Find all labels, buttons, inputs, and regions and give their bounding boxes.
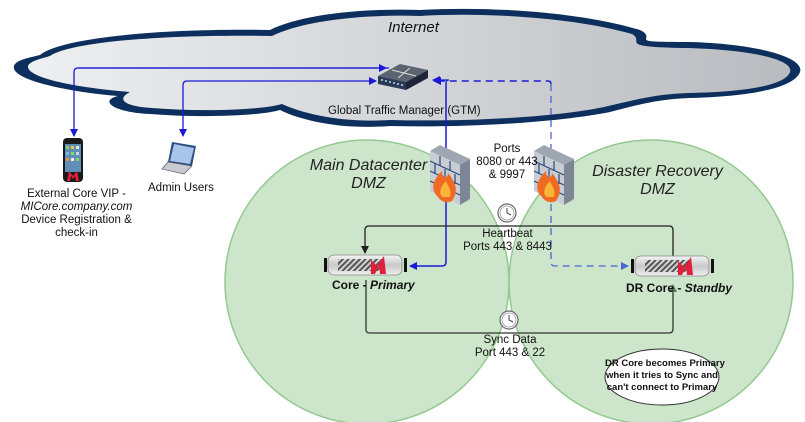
sync-label: Sync Data Port 443 & 22: [465, 334, 555, 360]
sync-line1: Sync Data: [483, 334, 537, 346]
sync-clock-icon: [499, 310, 519, 330]
note-line1: DR Core becomes Primary: [605, 358, 725, 369]
core-primary-sep: -: [359, 278, 371, 292]
gtm-to-dr-dashed-arrow: [433, 77, 629, 270]
external-device-url: MICore.company.com: [20, 201, 133, 213]
ports-label: Ports 8080 or 443 & 9997: [467, 143, 547, 182]
dr-core-name: DR Core: [626, 281, 675, 295]
external-device-line4: check-in: [55, 227, 98, 239]
admin-users-label: Admin Users: [148, 182, 214, 194]
internet-label: Internet: [388, 19, 439, 36]
firewall-main-icon: [429, 145, 470, 205]
gtm-to-admin-arrow: [179, 77, 377, 137]
core-primary-name: Core: [332, 278, 360, 292]
failover-note-ellipse: [604, 348, 720, 406]
dr-core-standby-label: DR Core - Standby: [626, 282, 732, 295]
gtm-to-device-arrow: [70, 64, 389, 137]
external-device-line3: Device Registration &: [21, 214, 132, 226]
core-primary-server-icon: [324, 254, 407, 276]
sync-connector: [365, 280, 677, 334]
gtm-to-primary-arrow: [409, 76, 450, 270]
dr-zone-label: Disaster Recovery DMZ: [585, 163, 730, 199]
ports-line2: 8080 or 443: [476, 156, 538, 168]
sync-line2: Port 443 & 22: [474, 347, 546, 359]
firewall-dr-icon: [533, 145, 574, 205]
heartbeat-label: Heartbeat Ports 443 & 8443: [455, 228, 560, 254]
main-datacenter-label: Main Datacenter DMZ: [306, 157, 431, 193]
main-datacenter-line1: Main Datacenter: [309, 157, 428, 174]
dr-zone: [508, 139, 794, 422]
gtm-label: Global Traffic Manager (GTM): [328, 105, 481, 117]
ports-line1: Ports: [493, 143, 521, 155]
heartbeat-connector: [361, 225, 674, 256]
dr-core-standby-server-icon: [631, 255, 714, 277]
external-device-label: External Core VIP - MICore.company.com D…: [14, 188, 139, 240]
core-primary-role: Primary: [370, 278, 415, 292]
dr-core-role: Standby: [684, 281, 733, 295]
laptop-icon: [161, 142, 196, 175]
dr-core-sep: -: [674, 281, 685, 295]
failover-note-label: DR Core becomes Primary when it tries to…: [605, 358, 725, 394]
ports-line3: & 9997: [488, 169, 526, 181]
dr-zone-line2: DMZ: [640, 181, 675, 198]
network-switch-icon: [378, 64, 428, 90]
heartbeat-line2: Ports 443 & 8443: [463, 241, 552, 253]
core-primary-label: Core - Primary: [332, 279, 415, 292]
smartphone-icon: [63, 138, 83, 182]
heartbeat-clock-icon: [497, 203, 517, 223]
heartbeat-line1: Heartbeat: [482, 228, 533, 240]
note-line3: can't connect to Primary: [606, 382, 718, 393]
dr-zone-line1: Disaster Recovery: [592, 163, 723, 180]
main-datacenter-line2: DMZ: [351, 175, 386, 192]
note-line2: when it tries to Sync and: [606, 370, 718, 381]
external-device-line1: External Core VIP -: [27, 188, 126, 200]
